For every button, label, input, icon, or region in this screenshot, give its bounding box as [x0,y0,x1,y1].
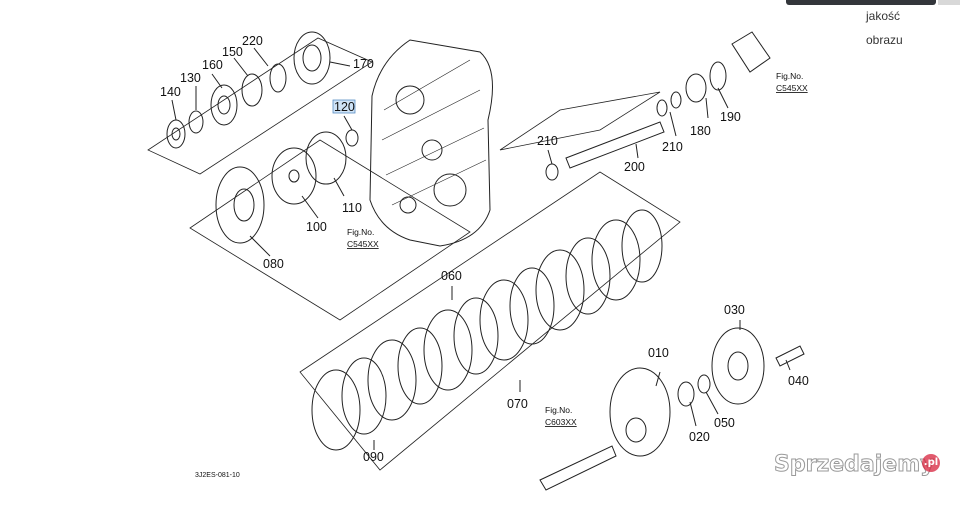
highlighted-part-box [332,99,356,114]
part-label-020[interactable]: 020 [689,430,710,444]
fig-ref-middle-code[interactable]: C545XX [347,239,379,249]
part-label-190[interactable]: 190 [720,110,741,124]
drawing-code: 3J2ES-081-10 [195,472,240,479]
watermark-badge: .pl [922,454,940,472]
part-label-120[interactable]: 120 [334,100,355,114]
part-label-010[interactable]: 010 [648,346,669,360]
part-label-100[interactable]: 100 [306,220,327,234]
fig-ref-bottom-code[interactable]: C603XX [545,417,577,427]
part-label-090[interactable]: 090 [363,450,384,464]
part-label-160[interactable]: 160 [202,58,223,72]
watermark-text: Sprzedajemy [774,452,935,478]
fig-ref-bottom-label: Fig.No. [545,405,572,415]
part-label-220[interactable]: 220 [242,34,263,48]
part-label-130[interactable]: 130 [180,71,201,85]
part-label-200[interactable]: 200 [624,160,645,174]
part-label-210-right[interactable]: 210 [662,140,683,154]
part-label-140[interactable]: 140 [160,85,181,99]
part-label-180[interactable]: 180 [690,124,711,138]
part-label-030[interactable]: 030 [724,303,745,317]
part-label-040[interactable]: 040 [788,374,809,388]
part-label-170[interactable]: 170 [353,57,374,71]
image-quality-label-line1[interactable]: jakość [866,9,901,23]
part-label-060[interactable]: 060 [441,269,462,283]
part-label-080[interactable]: 080 [263,257,284,271]
part-label-050[interactable]: 050 [714,416,735,430]
fig-ref-top-right-code[interactable]: C545XX [776,83,808,93]
part-label-210-left[interactable]: 210 [537,134,558,148]
fig-ref-top-right-label: Fig.No. [776,71,803,81]
part-label-110[interactable]: 110 [342,201,362,215]
image-quality-label-line2[interactable]: obrazu [866,33,903,47]
toolbar-strip[interactable] [786,0,936,5]
part-label-070[interactable]: 070 [507,397,528,411]
fig-ref-middle-label: Fig.No. [347,227,374,237]
part-label-150[interactable]: 150 [222,45,243,59]
toolbar-strip-edge [938,0,960,5]
